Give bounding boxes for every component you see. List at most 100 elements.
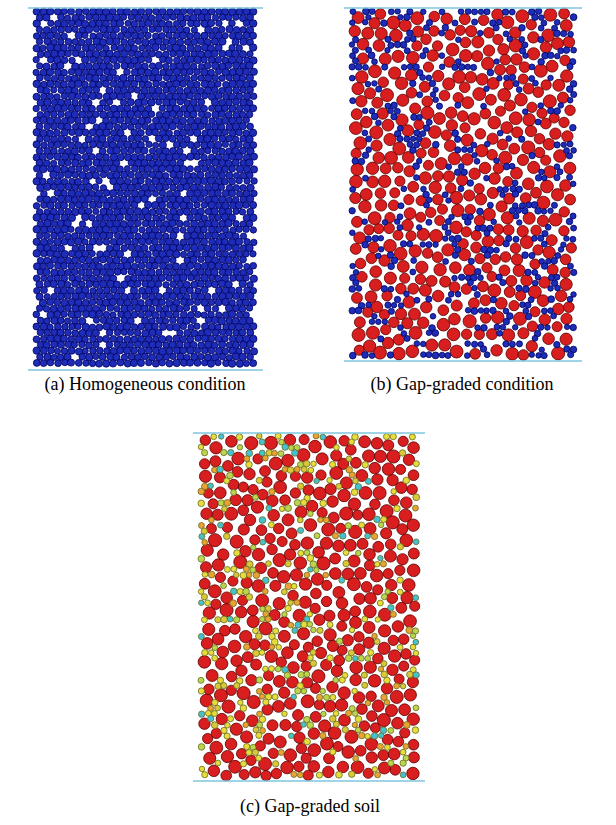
- particle: [75, 263, 81, 269]
- particle: [65, 195, 72, 202]
- particle: [525, 125, 536, 136]
- particle: [547, 264, 558, 275]
- particle: [243, 105, 250, 112]
- particle: [47, 226, 54, 233]
- particle: [156, 305, 163, 312]
- particle: [69, 202, 75, 208]
- particle: [422, 248, 432, 258]
- particle: [135, 257, 142, 264]
- particle: [236, 105, 243, 112]
- particle: [117, 347, 124, 354]
- particle: [114, 329, 120, 335]
- particle: [82, 239, 88, 245]
- particle: [57, 62, 64, 69]
- particle: [371, 140, 382, 151]
- particle: [68, 92, 75, 99]
- particle: [433, 70, 444, 81]
- particle: [93, 26, 99, 32]
- particle: [393, 230, 403, 240]
- particle: [225, 232, 232, 239]
- particle: [99, 353, 106, 360]
- particle: [246, 172, 253, 179]
- particle: [212, 293, 219, 300]
- particle: [128, 280, 135, 287]
- particle: [179, 274, 187, 282]
- particle: [173, 153, 180, 160]
- particle: [169, 86, 177, 94]
- particle: [135, 147, 142, 154]
- particle: [249, 44, 256, 51]
- particle: [33, 203, 40, 210]
- particle: [490, 254, 500, 264]
- particle: [72, 172, 79, 179]
- particle: [100, 171, 106, 177]
- particle: [142, 353, 149, 360]
- particle: [152, 250, 159, 257]
- particle: [251, 178, 257, 184]
- particle: [438, 305, 449, 316]
- particle: [89, 154, 95, 160]
- particle: [145, 117, 151, 123]
- particle: [433, 194, 444, 205]
- particle: [50, 111, 57, 118]
- particle: [47, 359, 54, 366]
- particle: [191, 306, 197, 312]
- particle: [54, 129, 61, 136]
- particle: [93, 196, 99, 202]
- particle: [69, 129, 75, 135]
- particle: [244, 178, 250, 184]
- particle: [68, 8, 75, 15]
- particle: [138, 8, 145, 15]
- particle: [183, 183, 190, 190]
- particle: [75, 117, 82, 124]
- particle: [68, 226, 74, 232]
- particle: [106, 99, 112, 105]
- particle: [51, 220, 57, 226]
- particle: [79, 354, 86, 361]
- particle: [121, 171, 128, 178]
- particle: [211, 50, 218, 57]
- particle: [446, 120, 457, 131]
- particle: [93, 281, 100, 288]
- particle: [145, 45, 151, 51]
- particle: [249, 20, 256, 27]
- particle: [128, 268, 135, 275]
- particle: [37, 329, 44, 336]
- particle: [110, 92, 117, 99]
- particle: [246, 292, 254, 300]
- particle: [232, 38, 239, 45]
- particle: [89, 250, 95, 256]
- particle: [551, 189, 563, 201]
- particle: [128, 50, 134, 56]
- particle: [193, 20, 200, 27]
- particle: [370, 266, 382, 278]
- particle: [215, 68, 221, 74]
- particle: [194, 68, 201, 75]
- particle: [166, 336, 172, 342]
- particle: [68, 117, 75, 124]
- particle: [236, 312, 242, 318]
- particle: [90, 347, 97, 354]
- particle: [55, 360, 62, 367]
- particle: [139, 227, 145, 233]
- particle: [58, 75, 65, 82]
- particle: [421, 301, 432, 312]
- particle: [93, 317, 99, 323]
- particle: [163, 292, 170, 299]
- particle: [517, 226, 528, 237]
- particle: [433, 171, 444, 182]
- particle: [43, 306, 50, 313]
- particle: [194, 323, 200, 329]
- particle: [459, 14, 470, 25]
- particle: [163, 184, 169, 190]
- particle: [470, 348, 481, 359]
- particle: [145, 178, 151, 184]
- particle: [130, 359, 137, 366]
- particle: [191, 281, 198, 288]
- particle: [373, 152, 384, 163]
- particle: [58, 111, 65, 118]
- particle: [47, 80, 54, 87]
- particle: [120, 99, 126, 105]
- particle: [114, 268, 121, 275]
- particle: [69, 250, 76, 257]
